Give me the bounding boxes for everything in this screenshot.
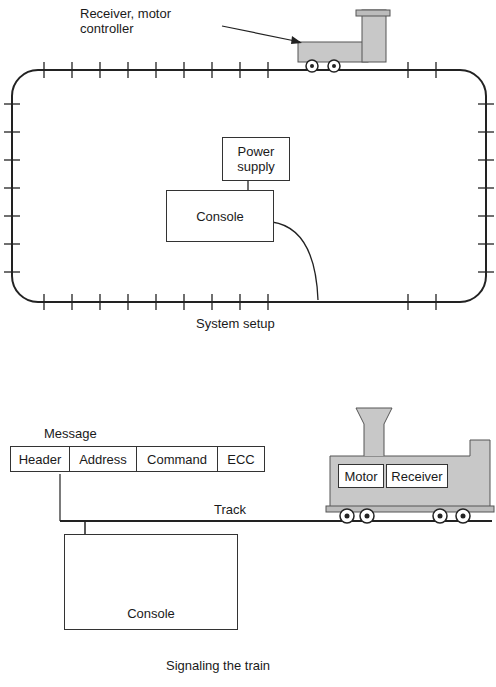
figure-caption: System setup — [196, 316, 275, 331]
track-line — [60, 520, 492, 522]
connector — [247, 181, 248, 190]
leader-line — [222, 26, 300, 42]
console-cable — [272, 222, 318, 300]
console-wire — [84, 521, 86, 534]
callout-label: Receiver, motor controller — [80, 6, 220, 36]
node-text: ECC — [227, 452, 254, 467]
message-lead — [59, 474, 60, 521]
leader-arrowhead — [291, 36, 302, 44]
node-text: Message — [44, 426, 97, 441]
ecc-field: ECC — [217, 446, 265, 472]
console-box: Console — [166, 190, 274, 242]
node-text: Command — [147, 452, 207, 467]
node-text: Header — [19, 452, 62, 467]
track-loop — [12, 70, 486, 302]
node-text: Console — [65, 606, 237, 621]
track-ties — [4, 62, 494, 310]
motor-box: Motor — [338, 464, 384, 488]
message-frame: MessageHeaderAddressCommandECC — [10, 446, 265, 472]
node-text: Power supply — [226, 144, 286, 174]
node-text: Address — [79, 452, 127, 467]
command-field: Command — [136, 446, 218, 472]
console-panel: Console — [64, 534, 238, 630]
track-label: Track — [214, 502, 246, 517]
node-text: Motor — [344, 469, 377, 484]
address-field: Address — [69, 446, 137, 472]
power-supply-box: Power supply — [222, 137, 290, 181]
header-field: Header — [10, 446, 70, 472]
node-text: Console — [196, 209, 244, 224]
figure-caption: Signaling the train — [166, 658, 270, 673]
locomotive — [326, 408, 494, 523]
receiver-box: Receiver — [386, 464, 448, 488]
train-top — [298, 10, 390, 72]
node-text: Receiver — [391, 469, 442, 484]
